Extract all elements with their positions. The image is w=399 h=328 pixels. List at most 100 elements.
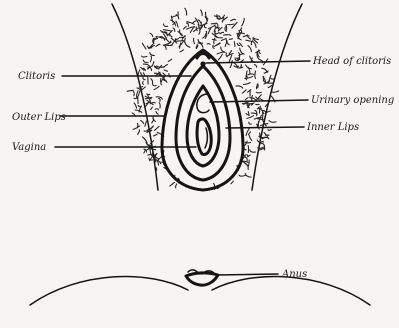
- hair-stroke: [163, 30, 171, 31]
- buttocks-outline: [30, 276, 370, 305]
- hair-stroke: [252, 113, 258, 114]
- hair-stroke: [237, 43, 239, 45]
- hair-stroke: [180, 50, 184, 52]
- hair-stroke: [155, 109, 158, 110]
- hair-stroke: [236, 86, 243, 88]
- hair-stroke: [272, 91, 279, 92]
- hair-stroke: [271, 78, 275, 79]
- hair-stroke: [176, 184, 177, 188]
- hair-stroke: [220, 32, 224, 33]
- hair-stroke: [194, 38, 195, 43]
- hair-stroke: [133, 91, 134, 95]
- hair-stroke: [212, 39, 216, 40]
- label-urinary-opening: Urinary opening: [311, 95, 394, 106]
- hair-stroke: [156, 112, 158, 115]
- hair-stroke: [132, 113, 135, 115]
- hair-stroke: [185, 42, 190, 47]
- hair-stroke: [175, 38, 178, 39]
- hair-stroke: [151, 107, 153, 110]
- hair-stroke: [154, 86, 159, 89]
- hair-stroke: [231, 19, 236, 21]
- hair-stroke: [185, 8, 187, 15]
- hair-stroke: [215, 33, 219, 34]
- hair-stroke: [246, 40, 252, 41]
- hair-stroke: [186, 23, 188, 26]
- hair-stroke: [175, 41, 183, 42]
- hair-stroke: [260, 106, 261, 113]
- hair-stroke: [143, 77, 145, 80]
- vagina-opening-shape: [197, 119, 211, 155]
- hair-stroke: [242, 90, 246, 93]
- hair-stroke: [137, 88, 140, 90]
- hair-stroke: [179, 41, 184, 47]
- label-anus: Anus: [281, 269, 307, 280]
- label-outer-lips: Outer Lips: [12, 112, 66, 123]
- hair-stroke: [259, 137, 266, 138]
- hair-stroke: [143, 64, 149, 66]
- hair-stroke: [143, 60, 148, 63]
- hair-stroke: [247, 71, 248, 77]
- hair-stroke: [250, 150, 256, 152]
- hair-stroke: [221, 47, 224, 52]
- hair-stroke: [143, 81, 144, 84]
- hair-stroke: [230, 61, 232, 68]
- hair-stroke: [199, 31, 200, 34]
- hair-stroke: [138, 130, 140, 135]
- hair-stroke: [139, 87, 143, 88]
- anus-leader-line: [216, 274, 278, 275]
- hair-stroke: [248, 37, 251, 40]
- hair-stroke: [261, 142, 264, 143]
- hair-stroke: [150, 33, 153, 36]
- hair-stroke: [154, 134, 158, 136]
- hair-stroke: [226, 53, 227, 57]
- hair-stroke: [173, 28, 175, 32]
- hair-stroke: [133, 126, 140, 129]
- hair-stroke: [141, 121, 144, 124]
- hair-stroke: [246, 157, 248, 160]
- hair-stroke: [255, 71, 256, 78]
- hair-stroke: [138, 70, 140, 75]
- hair-stroke: [221, 38, 226, 40]
- hair-stroke: [164, 45, 166, 49]
- hair-stroke: [142, 87, 145, 90]
- hair-stroke: [214, 38, 215, 43]
- hair-stroke: [240, 43, 243, 47]
- urinary-opening-shape: [197, 94, 209, 113]
- hair-stroke: [170, 183, 175, 187]
- hair-stroke: [256, 92, 261, 93]
- hair-stroke: [204, 25, 206, 28]
- hair-stroke: [269, 121, 276, 123]
- hair-stroke: [180, 30, 183, 36]
- hair-stroke: [245, 163, 248, 169]
- hair-stroke: [224, 35, 231, 36]
- hair-stroke: [164, 70, 167, 71]
- hair-stroke: [253, 42, 256, 48]
- hair-stroke: [151, 79, 153, 84]
- label-clitoris: Clitoris: [18, 71, 55, 82]
- hair-stroke: [241, 60, 244, 62]
- hair-stroke: [152, 83, 156, 85]
- hair-stroke: [183, 26, 186, 29]
- hair-stroke: [144, 150, 145, 153]
- hair-stroke: [145, 121, 147, 126]
- hair-stroke: [268, 85, 271, 87]
- leader-lines: [55, 61, 310, 275]
- hair-stroke: [254, 65, 256, 68]
- hair-stroke: [244, 155, 248, 156]
- hair-stroke: [244, 83, 251, 85]
- hair-stroke: [134, 103, 137, 108]
- hair-stroke: [248, 74, 254, 75]
- hair-stroke: [150, 53, 154, 56]
- hair-stroke: [242, 18, 244, 26]
- hair-stroke: [176, 21, 178, 27]
- hair-stroke: [193, 21, 196, 23]
- hair-stroke: [151, 56, 152, 62]
- anus-shape: [186, 270, 218, 285]
- hair-stroke: [231, 181, 233, 184]
- label-head-of-clitoris: Head of clitoris: [312, 56, 391, 67]
- inner-lips-leader-line: [226, 127, 304, 128]
- hair-stroke: [245, 173, 251, 177]
- hair-stroke: [243, 35, 247, 37]
